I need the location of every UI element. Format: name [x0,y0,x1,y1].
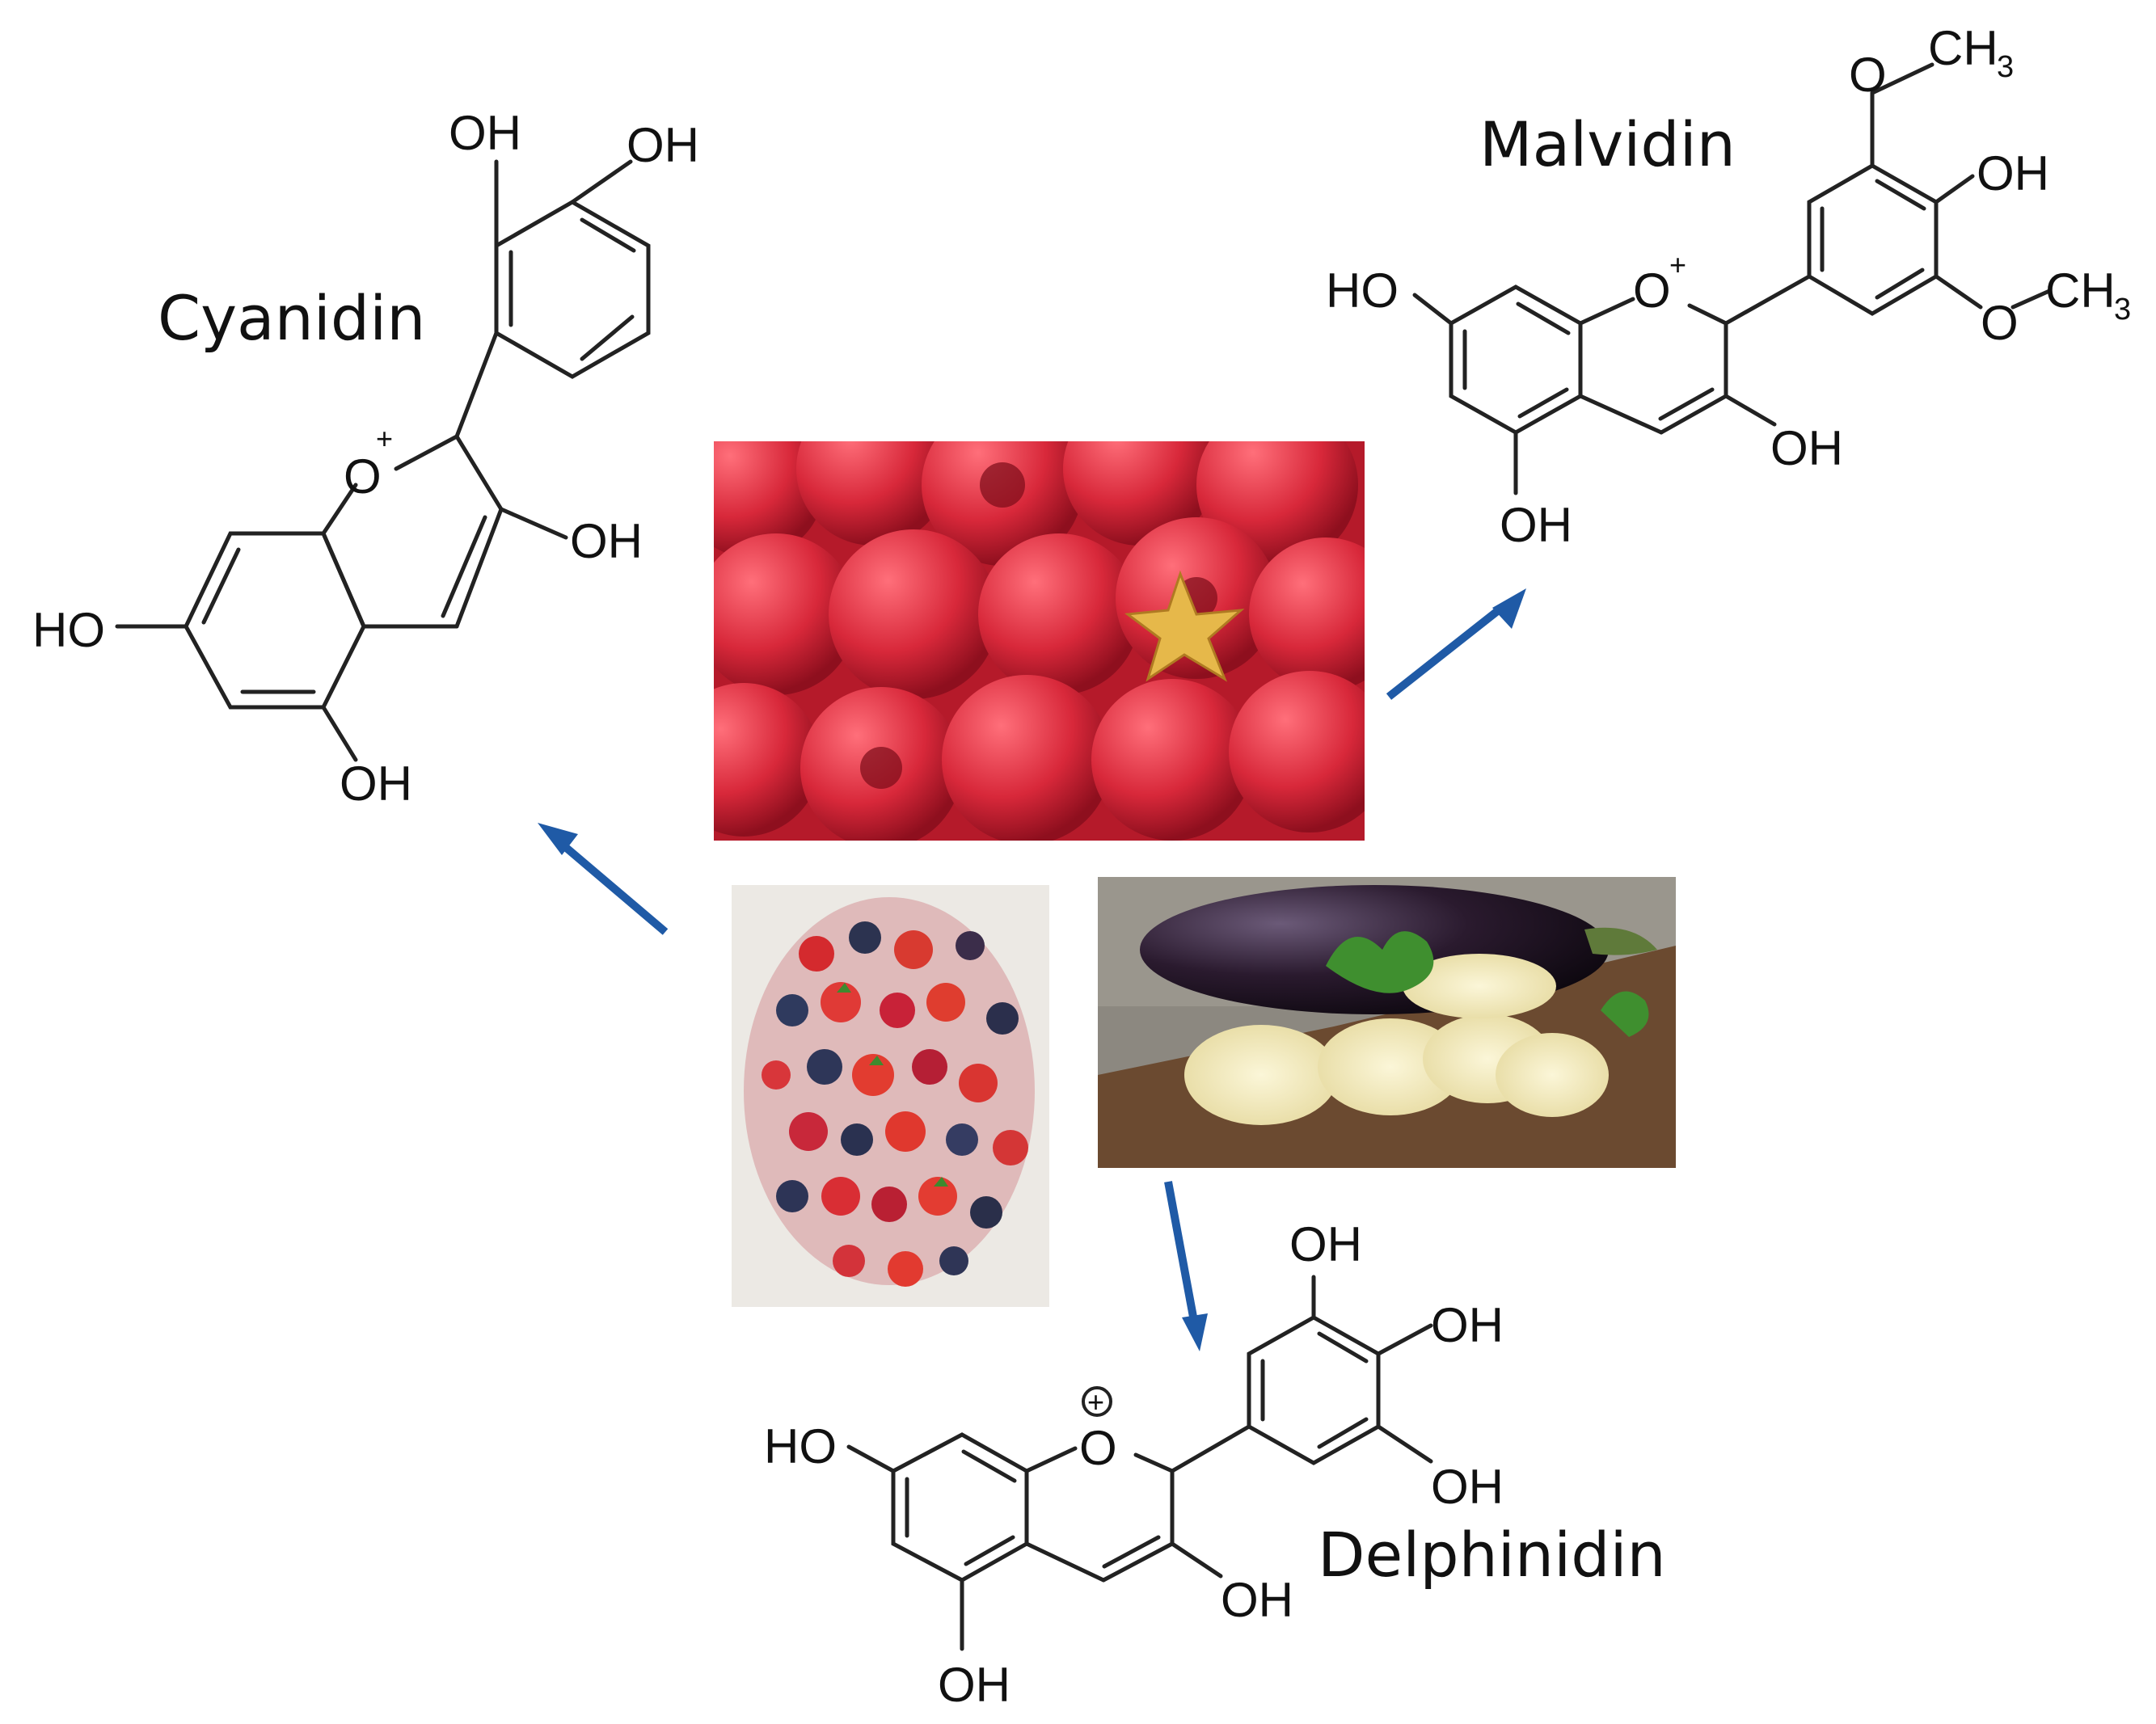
malvidin-positive-charge: + [1669,248,1686,281]
cyanidin-structure: Cyanidin OH OH O [32,106,699,811]
malvidin-methoxy-bottom-oxygen: O [1981,296,2019,350]
delphinidin-bonds [846,1275,1433,1651]
cyanidin-bonds [115,159,651,762]
mixed-berries-photo [732,885,1049,1307]
malvidin-label: Malvidin [1479,108,1736,180]
cyanidin-ring-oxygen: O [344,449,382,504]
malvidin-methoxy-top-subscript: 3 [1997,50,2014,84]
malvidin-oh-4prime: OH [1977,146,2049,200]
arrow-to-delphinidin [1164,1181,1199,1326]
malvidin-oh-3: OH [1770,421,1843,475]
malvidin-methoxy-top-oxygen: O [1849,48,1887,102]
delphinidin-oh-4prime: OH [1431,1298,1504,1352]
cyanidin-positive-charge: + [376,422,393,455]
delphinidin-structure: Delphinidin [764,1217,1666,1712]
delphinidin-label: Delphinidin [1318,1519,1666,1591]
delphinidin-ring-oxygen: O [1079,1421,1117,1475]
cyanidin-oh-5: OH [340,757,412,811]
delphinidin-oh-3prime: OH [1289,1217,1362,1271]
cyanidin-oh-3prime: OH [449,106,521,160]
delphinidin-oh-3: OH [1221,1573,1293,1627]
arrow-to-malvidin-head [1492,588,1526,629]
malvidin-structure: Malvidin [1326,21,2131,552]
malvidin-bonds [1412,62,2052,495]
cyanidin-oh-4prime: OH [627,118,699,172]
malvidin-ho-7: HO [1326,263,1399,318]
berry-pile [744,897,1035,1287]
malvidin-methoxy-bottom-ch: CH [2045,263,2116,318]
arrow-to-delphinidin-head [1182,1313,1208,1351]
cyanidin-label: Cyanidin [158,282,425,354]
delphinidin-oh-5prime: OH [1431,1460,1504,1514]
arrow-to-cyanidin [555,837,669,935]
raspberry-cluster [714,441,1365,841]
malvidin-ring-oxygen: O [1633,263,1671,318]
eggplant-photo [1098,877,1676,1168]
delphinidin-positive-charge: + [1087,1385,1104,1418]
cyanidin-oh-3: OH [570,514,643,568]
arrow-to-malvidin [1386,603,1507,700]
cyanidin-ho-7: HO [32,603,105,657]
arrow-to-cyanidin-head [538,823,578,855]
arrows [538,588,1526,1351]
delphinidin-oh-5: OH [938,1658,1010,1712]
malvidin-methoxy-top-ch: CH [1928,21,1998,75]
eggplant-scene [1098,877,1676,1168]
malvidin-oh-5: OH [1500,498,1572,552]
raspberries-photo [714,441,1365,841]
malvidin-methoxy-bottom-subscript: 3 [2114,293,2131,327]
delphinidin-charge-circle [1082,1386,1112,1417]
delphinidin-ho-7: HO [764,1419,837,1473]
